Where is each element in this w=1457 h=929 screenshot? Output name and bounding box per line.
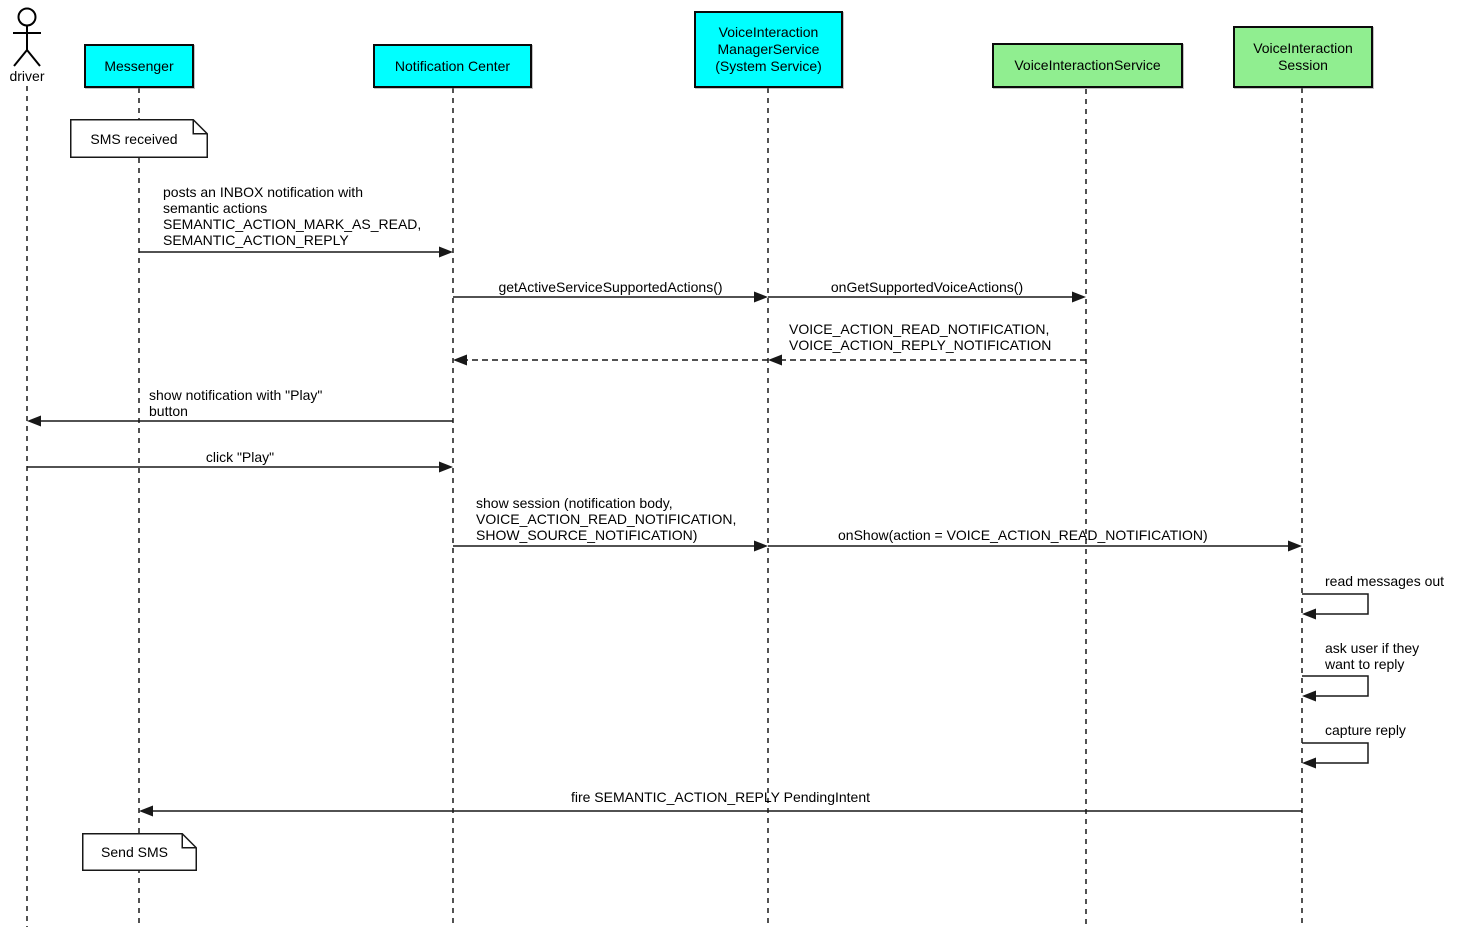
label-on-show: onShow(action = VOICE_ACTION_READ_NOTIFI… (838, 527, 1208, 543)
arrow-on-show (768, 540, 1302, 552)
note-outline (82, 833, 197, 871)
arrow-posts-inbox-notification (139, 246, 453, 258)
note-sms-received-text: SMS received (90, 130, 178, 147)
label-fire-semantic-action-reply: fire SEMANTIC_ACTION_REPLY PendingIntent (570, 789, 871, 805)
arrow-show-session (453, 540, 768, 552)
note-sms-received: SMS received (70, 119, 208, 158)
note-send-sms-text: Send SMS (101, 844, 168, 860)
label-voice-actions-return: VOICE_ACTION_READ_NOTIFICATION, VOICE_AC… (789, 321, 1052, 353)
participant-voiceinteraction-managerservice: VoiceInteraction ManagerService (System … (694, 11, 843, 88)
actor-driver-label: driver (9, 68, 45, 84)
note-outline (70, 119, 208, 158)
arrow-fire-semantic-action-reply (139, 805, 1302, 817)
return-arrow-managerservice-to-notification-center (453, 354, 768, 366)
participant-messenger: Messenger (84, 44, 194, 88)
self-arrow-ask-user-reply (1302, 675, 1369, 702)
return-arrow-service-to-managerservice (768, 354, 1086, 366)
label-get-active-service-supported-actions: getActiveServiceSupportedActions() (498, 279, 723, 295)
actor-driver-icon (13, 7, 41, 67)
label-show-notification-play: show notification with "Play" button (149, 387, 323, 419)
participant-notification-center: Notification Center (373, 44, 532, 88)
label-on-get-supported-voice-actions: onGetSupportedVoiceActions() (830, 279, 1024, 295)
arrow-click-play (27, 461, 453, 473)
note-send-sms: Send SMS (82, 833, 197, 871)
self-arrow-capture-reply (1302, 742, 1369, 769)
label-posts-inbox-notification: posts an INBOX notification with semanti… (163, 184, 422, 248)
arrow-on-get-supported-voice-actions (768, 291, 1086, 303)
arrow-show-notification-play (27, 415, 453, 427)
label-ask-user-reply: ask user if they want to reply (1325, 640, 1420, 672)
arrow-get-active-service-supported-actions (453, 291, 768, 303)
participant-voiceinteractionservice: VoiceInteractionService (992, 43, 1183, 88)
label-show-session: show session (notification body, VOICE_A… (476, 495, 737, 543)
self-arrow-read-messages-out (1302, 593, 1369, 620)
label-read-messages-out: read messages out (1325, 573, 1445, 589)
label-click-play: click "Play" (205, 449, 275, 465)
participant-voiceinteraction-session: VoiceInteraction Session (1233, 26, 1373, 88)
label-capture-reply: capture reply (1325, 722, 1406, 738)
